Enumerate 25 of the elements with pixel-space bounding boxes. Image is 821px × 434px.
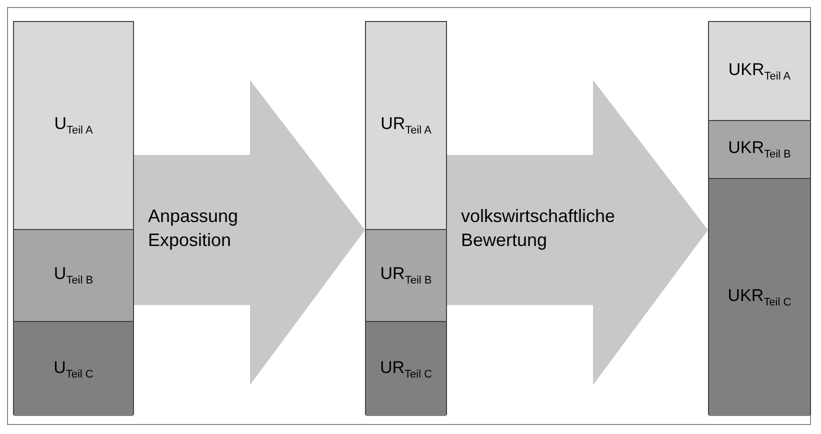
- segment-label: U$_{Teil A}$: [54, 114, 93, 137]
- segment-label: UR$_{Teil B}$: [380, 264, 432, 287]
- segment-label: U$_{Teil B}$: [54, 264, 94, 287]
- bar-segment: [366, 230, 446, 322]
- edge-label: Anpassung Exposition: [148, 205, 238, 252]
- segment-label: UKR$_{Teil B}$: [728, 138, 791, 161]
- bar-segment: [14, 230, 133, 322]
- bar-segment: [366, 22, 446, 230]
- bar-segment: [709, 22, 810, 121]
- segment-label: UR$_{Teil A}$: [380, 114, 432, 137]
- bar-segment: [366, 322, 446, 416]
- bar-segment: [709, 179, 810, 416]
- block-arrow: [447, 80, 708, 385]
- stacked-bar: [365, 21, 447, 415]
- segment-label: UKR$_{Teil A}$: [728, 60, 791, 82]
- stacked-bar: [13, 21, 134, 415]
- edge-label: volkswirtschaftliche Bewertung: [461, 205, 616, 252]
- bar-segment: [14, 22, 133, 230]
- bar-segment: [14, 322, 133, 416]
- bar-segment: [709, 121, 810, 179]
- segment-label: U$_{Teil C}$: [54, 358, 94, 380]
- stacked-bar: [708, 21, 811, 415]
- block-arrow: [134, 80, 365, 385]
- segment-label: UR$_{Teil C}$: [380, 358, 432, 380]
- segment-label: UKR$_{Teil C}$: [728, 286, 792, 309]
